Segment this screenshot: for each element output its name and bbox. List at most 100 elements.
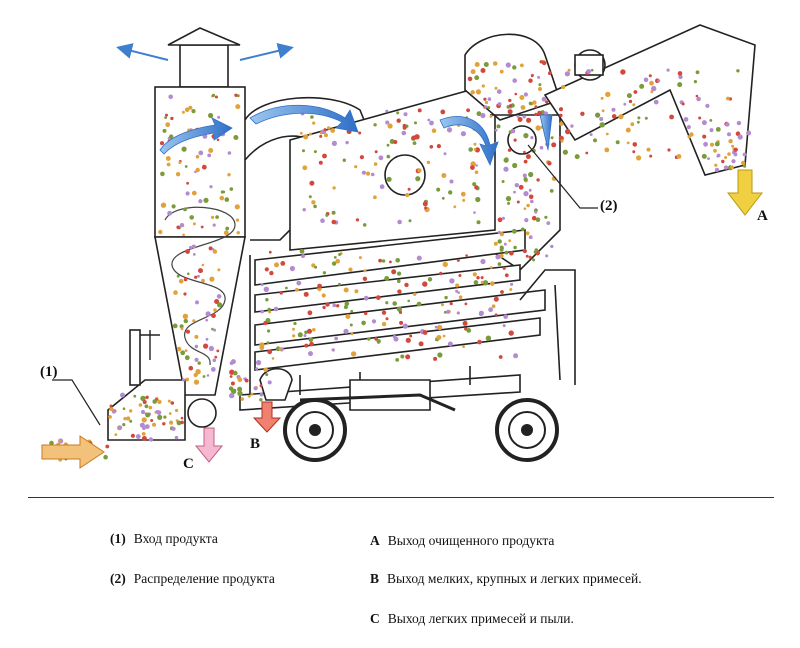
grain-particle — [730, 165, 734, 170]
grain-particle — [676, 154, 682, 159]
grain-particle — [250, 392, 254, 396]
grain-particle — [324, 133, 328, 138]
grain-particle — [538, 83, 542, 87]
grain-particle — [296, 280, 302, 286]
grain-particle — [499, 232, 504, 237]
grain-particle — [253, 386, 258, 391]
grain-particle — [503, 166, 509, 172]
grain-particle — [626, 93, 632, 99]
grain-particle — [331, 140, 337, 146]
grain-particle — [414, 121, 417, 125]
grain-particle — [183, 277, 188, 282]
legend-key: A — [370, 533, 380, 548]
grain-particle — [702, 134, 707, 139]
grain-particle — [165, 113, 168, 117]
grain-particle — [304, 330, 308, 335]
grain-particle — [267, 349, 273, 355]
legend-key: C — [370, 611, 380, 626]
grain-particle — [385, 109, 389, 113]
grain-particle — [179, 223, 185, 228]
grain-particle — [715, 126, 721, 132]
grain-particle — [478, 310, 484, 316]
grain-particle — [547, 161, 552, 166]
grain-particle — [593, 138, 597, 143]
legend-text: Выход легких примесей и пыли. — [387, 611, 574, 626]
grain-particle — [334, 336, 339, 341]
grain-particle — [274, 262, 279, 268]
grain-particle — [183, 207, 187, 212]
grain-particle — [374, 150, 378, 154]
grain-particle — [195, 300, 199, 305]
grain-particle — [453, 205, 457, 209]
grain-particle — [512, 78, 517, 83]
grain-particle — [395, 258, 401, 263]
grain-particle — [184, 355, 190, 361]
grain-particle — [361, 170, 366, 175]
grain-particle — [162, 128, 167, 133]
grain-particle — [247, 394, 251, 398]
grain-particle — [549, 189, 554, 193]
grain-particle — [150, 419, 154, 422]
grain-particle — [237, 377, 243, 383]
grain-particle — [623, 102, 627, 106]
grain-particle — [192, 319, 196, 323]
grain-particle — [525, 231, 530, 236]
grain-particle — [476, 111, 482, 117]
grain-particle — [263, 286, 269, 292]
grain-particle — [470, 165, 475, 171]
grain-particle — [130, 433, 135, 438]
grain-particle — [489, 266, 493, 269]
grain-particle — [723, 165, 729, 170]
grain-particle — [444, 295, 448, 300]
grain-particle — [448, 190, 453, 195]
grain-particle — [542, 60, 547, 66]
grain-particle — [449, 179, 454, 184]
grain-particle — [415, 176, 421, 182]
grain-particle — [534, 105, 538, 109]
legend-text: Вход продукта — [133, 531, 218, 546]
grain-particle — [731, 159, 736, 164]
grain-particle — [476, 276, 480, 280]
grain-particle — [391, 269, 397, 275]
grain-particle — [267, 307, 272, 312]
grain-particle — [522, 248, 528, 254]
grain-particle — [217, 268, 221, 272]
grain-particle — [362, 223, 367, 227]
grain-particle — [539, 145, 544, 150]
grain-particle — [443, 310, 447, 314]
grain-particle — [211, 215, 215, 219]
grain-particle — [180, 327, 184, 331]
grain-particle — [405, 337, 411, 343]
grain-particle — [466, 328, 472, 333]
grain-particle — [271, 357, 275, 360]
grain-particle — [460, 191, 466, 197]
grain-particle — [530, 136, 534, 140]
grain-particle — [620, 69, 626, 75]
grain-particle — [230, 381, 235, 386]
grain-particle — [561, 85, 566, 89]
grain-particle — [464, 302, 468, 306]
grain-particle — [488, 307, 493, 313]
grain-particle — [429, 145, 434, 149]
grain-particle — [187, 272, 190, 276]
grain-particle — [482, 280, 489, 286]
grain-particle — [523, 133, 529, 139]
grain-particle — [206, 374, 210, 377]
grain-particle — [736, 69, 740, 73]
grain-particle — [381, 310, 387, 315]
grain-particle — [200, 225, 204, 229]
grain-particle — [508, 104, 513, 108]
grain-particle — [523, 177, 528, 182]
grain-particle — [208, 246, 213, 251]
callout-output-c-label: C — [183, 456, 194, 472]
grain-particle — [686, 125, 691, 130]
grain-particle — [580, 111, 585, 117]
grain-particle — [178, 278, 184, 284]
grain-particle — [534, 112, 538, 116]
grain-particle — [470, 90, 475, 95]
grain-particle — [701, 120, 707, 126]
grain-particle — [396, 118, 401, 123]
grain-particle — [386, 176, 392, 182]
legend-item-2: (2)Распределение продукта — [110, 570, 275, 587]
